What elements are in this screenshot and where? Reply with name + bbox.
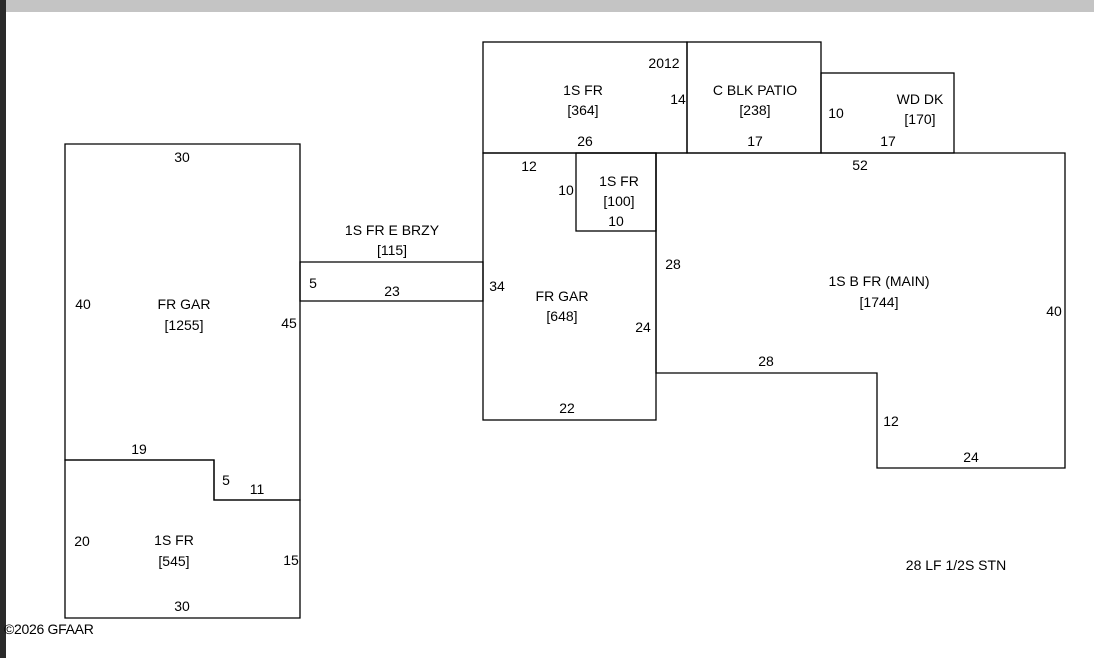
dim-label: 28: [665, 256, 681, 272]
fr-gar-right-name: FR GAR: [536, 288, 589, 304]
dim-label: 40: [75, 296, 91, 312]
dim-label: 17: [747, 133, 763, 149]
stone-note: 28 LF 1/2S STN: [906, 557, 1006, 573]
fr-gar-left-area: [1255]: [165, 317, 204, 333]
sfr-364-name: 1S FR: [563, 82, 603, 98]
dim-label: 12: [521, 158, 537, 174]
dim-label: 2012: [648, 55, 679, 71]
left-border-bar: [0, 0, 6, 658]
top-border-bar: [0, 0, 1094, 12]
copyright-text: ©2026 GFAAR: [4, 621, 94, 637]
patio-name: C BLK PATIO: [713, 82, 797, 98]
breezeway-area: [115]: [377, 242, 407, 258]
dim-label: 30: [174, 149, 190, 165]
dim-label: 40: [1046, 303, 1062, 319]
dim-label: 26: [577, 133, 593, 149]
sfr-545-outline: [64, 459, 301, 619]
dim-label: 5: [309, 275, 317, 291]
sfr-364-area: [364]: [567, 102, 598, 118]
dim-label: 10: [828, 105, 844, 121]
dim-label: 24: [963, 449, 979, 465]
dim-label: 10: [558, 182, 574, 198]
dim-label: 5: [222, 472, 230, 488]
sfr-545-name: 1S FR: [154, 532, 194, 548]
deck-name: WD DK: [897, 91, 944, 107]
dim-label: 23: [384, 283, 400, 299]
dim-label: 28: [758, 353, 774, 369]
dim-label: 34: [489, 278, 505, 294]
dim-label: 52: [852, 157, 868, 173]
dim-label: 15: [283, 552, 299, 568]
fr-gar-left-name: FR GAR: [158, 296, 211, 312]
dim-label: 19: [131, 441, 147, 457]
dim-label: 12: [883, 413, 899, 429]
dim-label: 22: [559, 400, 575, 416]
dim-label: 14: [670, 91, 686, 107]
dim-label: 20: [74, 533, 90, 549]
walls: [64, 41, 1066, 619]
dim-label: 10: [608, 213, 624, 229]
sfr-545-area: [545]: [158, 553, 189, 569]
breezeway-name: 1S FR E BRZY: [345, 222, 440, 238]
dim-label: 45: [281, 315, 297, 331]
dim-label: 30: [174, 598, 190, 614]
sfr-100-name: 1S FR: [599, 173, 639, 189]
fr-gar-right-area: [648]: [546, 308, 577, 324]
deck-area: [170]: [904, 111, 935, 127]
dim-label: 24: [635, 319, 651, 335]
main-area: [1744]: [860, 294, 899, 310]
dim-label: 11: [250, 481, 265, 497]
sfr-100-area: [100]: [603, 193, 634, 209]
patio-area: [238]: [739, 102, 770, 118]
dim-label: 17: [880, 133, 896, 149]
main-outline: [655, 152, 1066, 469]
main-name: 1S B FR (MAIN): [828, 273, 929, 289]
